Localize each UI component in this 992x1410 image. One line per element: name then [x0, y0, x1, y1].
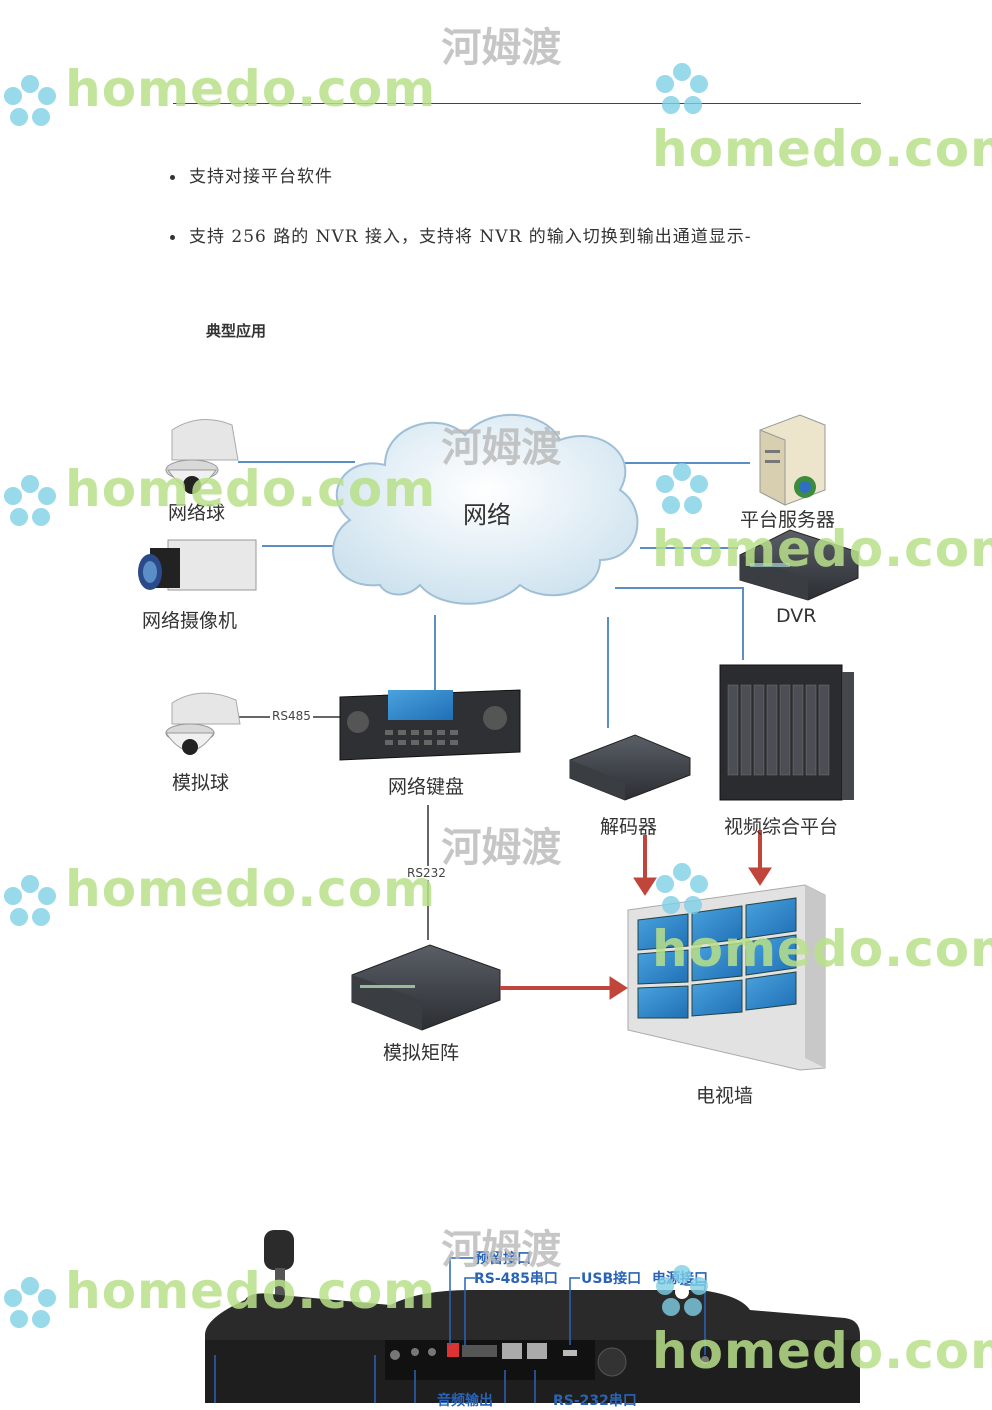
decoder-icon [569, 734, 691, 801]
analog-dome-label: 模拟球 [172, 772, 230, 794]
tv-wall-label: 电视墙 [696, 1085, 754, 1107]
network-camera-label: 网络摄像机 [142, 610, 238, 632]
platform-server-label: 平台服务器 [740, 509, 836, 531]
audio-out-port-label: 音频输出 [437, 1393, 493, 1409]
bullet-item: 支持对接平台软件 [170, 162, 333, 187]
rs485-label: RS485 [270, 709, 313, 723]
tv-wall-icon [627, 884, 826, 1071]
bullet-dot-icon [170, 235, 175, 240]
analog-dome-camera-icon [165, 692, 241, 755]
keyboard-rear-view-icon [205, 1230, 860, 1403]
bullet-item: 支持 256 路的 NVR 接入，支持将 NVR 的输入切换到输出通道显示- [170, 222, 752, 247]
network-dome-label: 网络球 [168, 502, 226, 524]
decoder-label: 解码器 [600, 816, 658, 838]
video-platform-label: 视频综合平台 [724, 816, 839, 838]
arrows [500, 830, 772, 1000]
section-title: 典型应用 [206, 322, 267, 340]
reserved-port-label: 预留接口 [475, 1251, 531, 1267]
bullet-text: 支持对接平台软件 [189, 167, 333, 187]
analog-matrix-label: 模拟矩阵 [383, 1042, 460, 1064]
network-cloud-icon [332, 414, 639, 605]
video-platform-icon [719, 664, 854, 801]
dvr-label: DVR [776, 605, 817, 627]
bullet-dot-icon [170, 175, 175, 180]
cloud-label: 网络 [463, 501, 511, 529]
bullet-text: 支持 256 路的 NVR 接入，支持将 NVR 的输入切换到输出通道显示- [189, 227, 752, 247]
dvr-icon [739, 529, 859, 601]
rs232-label: RS232 [405, 866, 448, 880]
rs485-port-label: RS-485串口 [474, 1271, 558, 1287]
usb-port-label: USB接口 [581, 1271, 642, 1287]
analog-matrix-icon [351, 944, 501, 1031]
network-dome-camera-icon [165, 419, 239, 494]
port-callout-lines [214, 1257, 706, 1403]
rs232-port-label: RS-232串口 [553, 1393, 637, 1409]
network-keyboard-icon [339, 689, 521, 761]
box-camera-icon [138, 539, 257, 591]
platform-server-icon [759, 414, 826, 506]
network-keyboard-label: 网络键盘 [388, 776, 465, 798]
header-rule [173, 103, 861, 104]
power-port-label: 电源接口 [652, 1271, 708, 1287]
